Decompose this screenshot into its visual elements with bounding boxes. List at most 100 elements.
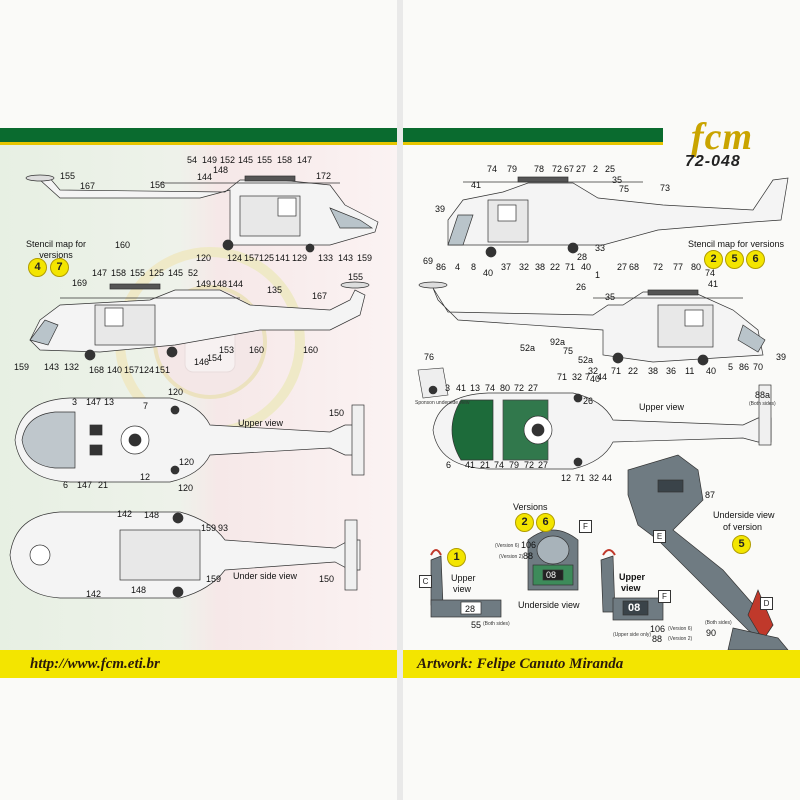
callout: 79 <box>507 164 518 174</box>
panel-letter-f-2: F <box>658 590 671 603</box>
callout: 145 <box>168 268 184 278</box>
callout: 149 <box>196 279 212 289</box>
callout: 32 <box>589 473 600 483</box>
callout: 21 <box>98 480 109 490</box>
view-small-label-2: view <box>621 583 641 593</box>
callout: 152 <box>220 155 236 165</box>
version-badge: 6 <box>746 250 765 269</box>
under-side-view-label: Under side view <box>233 571 298 581</box>
callout: 125 <box>259 253 275 263</box>
callout: 86 <box>739 362 750 372</box>
callout: 75 <box>619 184 630 194</box>
panel-letter-d: D <box>760 597 773 610</box>
callout: 52 <box>188 268 199 278</box>
callout: 32 <box>572 372 583 382</box>
callout: 167 <box>80 181 96 191</box>
callout: 38 <box>648 366 659 376</box>
callout: 52a <box>520 343 536 353</box>
callout: 157 <box>124 365 140 375</box>
panel-letter-e: E <box>653 530 666 543</box>
callout: 11 <box>685 366 695 376</box>
both-sides-note: (Both sides) <box>483 621 510 627</box>
callout: 167 <box>312 291 328 301</box>
callout: 135 <box>267 285 283 295</box>
upper-view-helicopter <box>14 397 365 483</box>
callout: 37 <box>501 262 512 272</box>
callout: 159 <box>201 523 217 533</box>
callout: 13 <box>104 397 115 407</box>
version-badge: 2 <box>704 250 723 269</box>
upper-small-label-2: Upper <box>619 572 646 582</box>
callout: 160 <box>249 345 265 355</box>
artwork-credit: Artwork: Felipe Canuto Miranda <box>417 656 623 673</box>
callout: 160 <box>303 345 319 355</box>
tail-code-2: 08 <box>628 602 641 614</box>
callout: 148 <box>213 165 229 175</box>
callout: 153 <box>219 345 235 355</box>
callout: 159 <box>357 253 373 263</box>
callout: 74 <box>487 164 498 174</box>
version-badge: 5 <box>732 535 751 554</box>
callout: 3 <box>445 383 451 393</box>
callout: 40 <box>581 262 592 272</box>
panel-letter-f: F <box>579 520 592 533</box>
callout: 72 <box>653 262 664 272</box>
version-badge: 7 <box>50 258 69 277</box>
both-sides-note: (Both sides) <box>705 620 732 626</box>
callout: 169 <box>72 278 88 288</box>
callout: 74 <box>494 460 505 470</box>
callout: 158 <box>277 155 293 165</box>
website-url[interactable]: http://www.fcm.eti.br <box>30 656 160 672</box>
callout: 78 <box>534 164 545 174</box>
callout: 142 <box>86 589 102 599</box>
callout: 8 <box>471 262 477 272</box>
top-green-band <box>403 128 663 145</box>
callout: 40 <box>483 268 494 278</box>
callout: 44 <box>602 473 613 483</box>
upper-small-label: Upper <box>451 573 476 583</box>
callout: 154 <box>207 353 223 363</box>
callout: 73 <box>660 183 671 193</box>
callout: 35 <box>612 175 623 185</box>
version-badge: 5 <box>725 250 744 269</box>
callout: 146 <box>194 357 210 367</box>
callout: 77 <box>673 262 684 272</box>
callout: 80 <box>500 383 511 393</box>
callout: 36 <box>666 366 677 376</box>
callout: 87 <box>705 490 716 500</box>
callout: 149 <box>202 155 218 165</box>
callout: 150 <box>319 574 335 584</box>
callout: 32 <box>588 366 599 376</box>
callout: 39 <box>435 204 446 214</box>
callout: 155 <box>348 272 364 282</box>
sponson-detail <box>417 367 449 399</box>
version-badge: 6 <box>536 513 555 532</box>
callout: 147 <box>86 397 102 407</box>
callout: 41 <box>471 180 482 190</box>
callout: 88 <box>523 551 534 561</box>
callout: 54 <box>187 155 198 165</box>
panel-letter-c: C <box>419 575 432 588</box>
callout: 147 <box>92 268 108 278</box>
callout: 27 <box>617 262 628 272</box>
callout: 140 <box>107 365 123 375</box>
callout: 88 <box>652 634 663 644</box>
version-2-note: (Version 2) <box>499 554 524 560</box>
callout: 92a <box>550 337 566 347</box>
callout: 143 <box>338 253 354 263</box>
right-decal-sheet: fcm 72-048 <box>403 0 800 800</box>
callout: 88a <box>755 390 771 400</box>
callout: 129 <box>292 253 308 263</box>
callout: 76 <box>424 352 435 362</box>
underside-version-note-line-1: Underside view <box>713 510 775 520</box>
left-drawings <box>9 174 379 599</box>
callout: 4 <box>455 262 461 272</box>
callout: 132 <box>64 362 80 372</box>
callout: 7 <box>585 372 591 382</box>
callout: 158 <box>111 268 127 278</box>
callout: 148 <box>144 510 160 520</box>
callout: 155 <box>130 268 146 278</box>
callout: 124 <box>139 365 155 375</box>
callout: 6 <box>63 480 69 490</box>
callout: 38 <box>535 262 546 272</box>
